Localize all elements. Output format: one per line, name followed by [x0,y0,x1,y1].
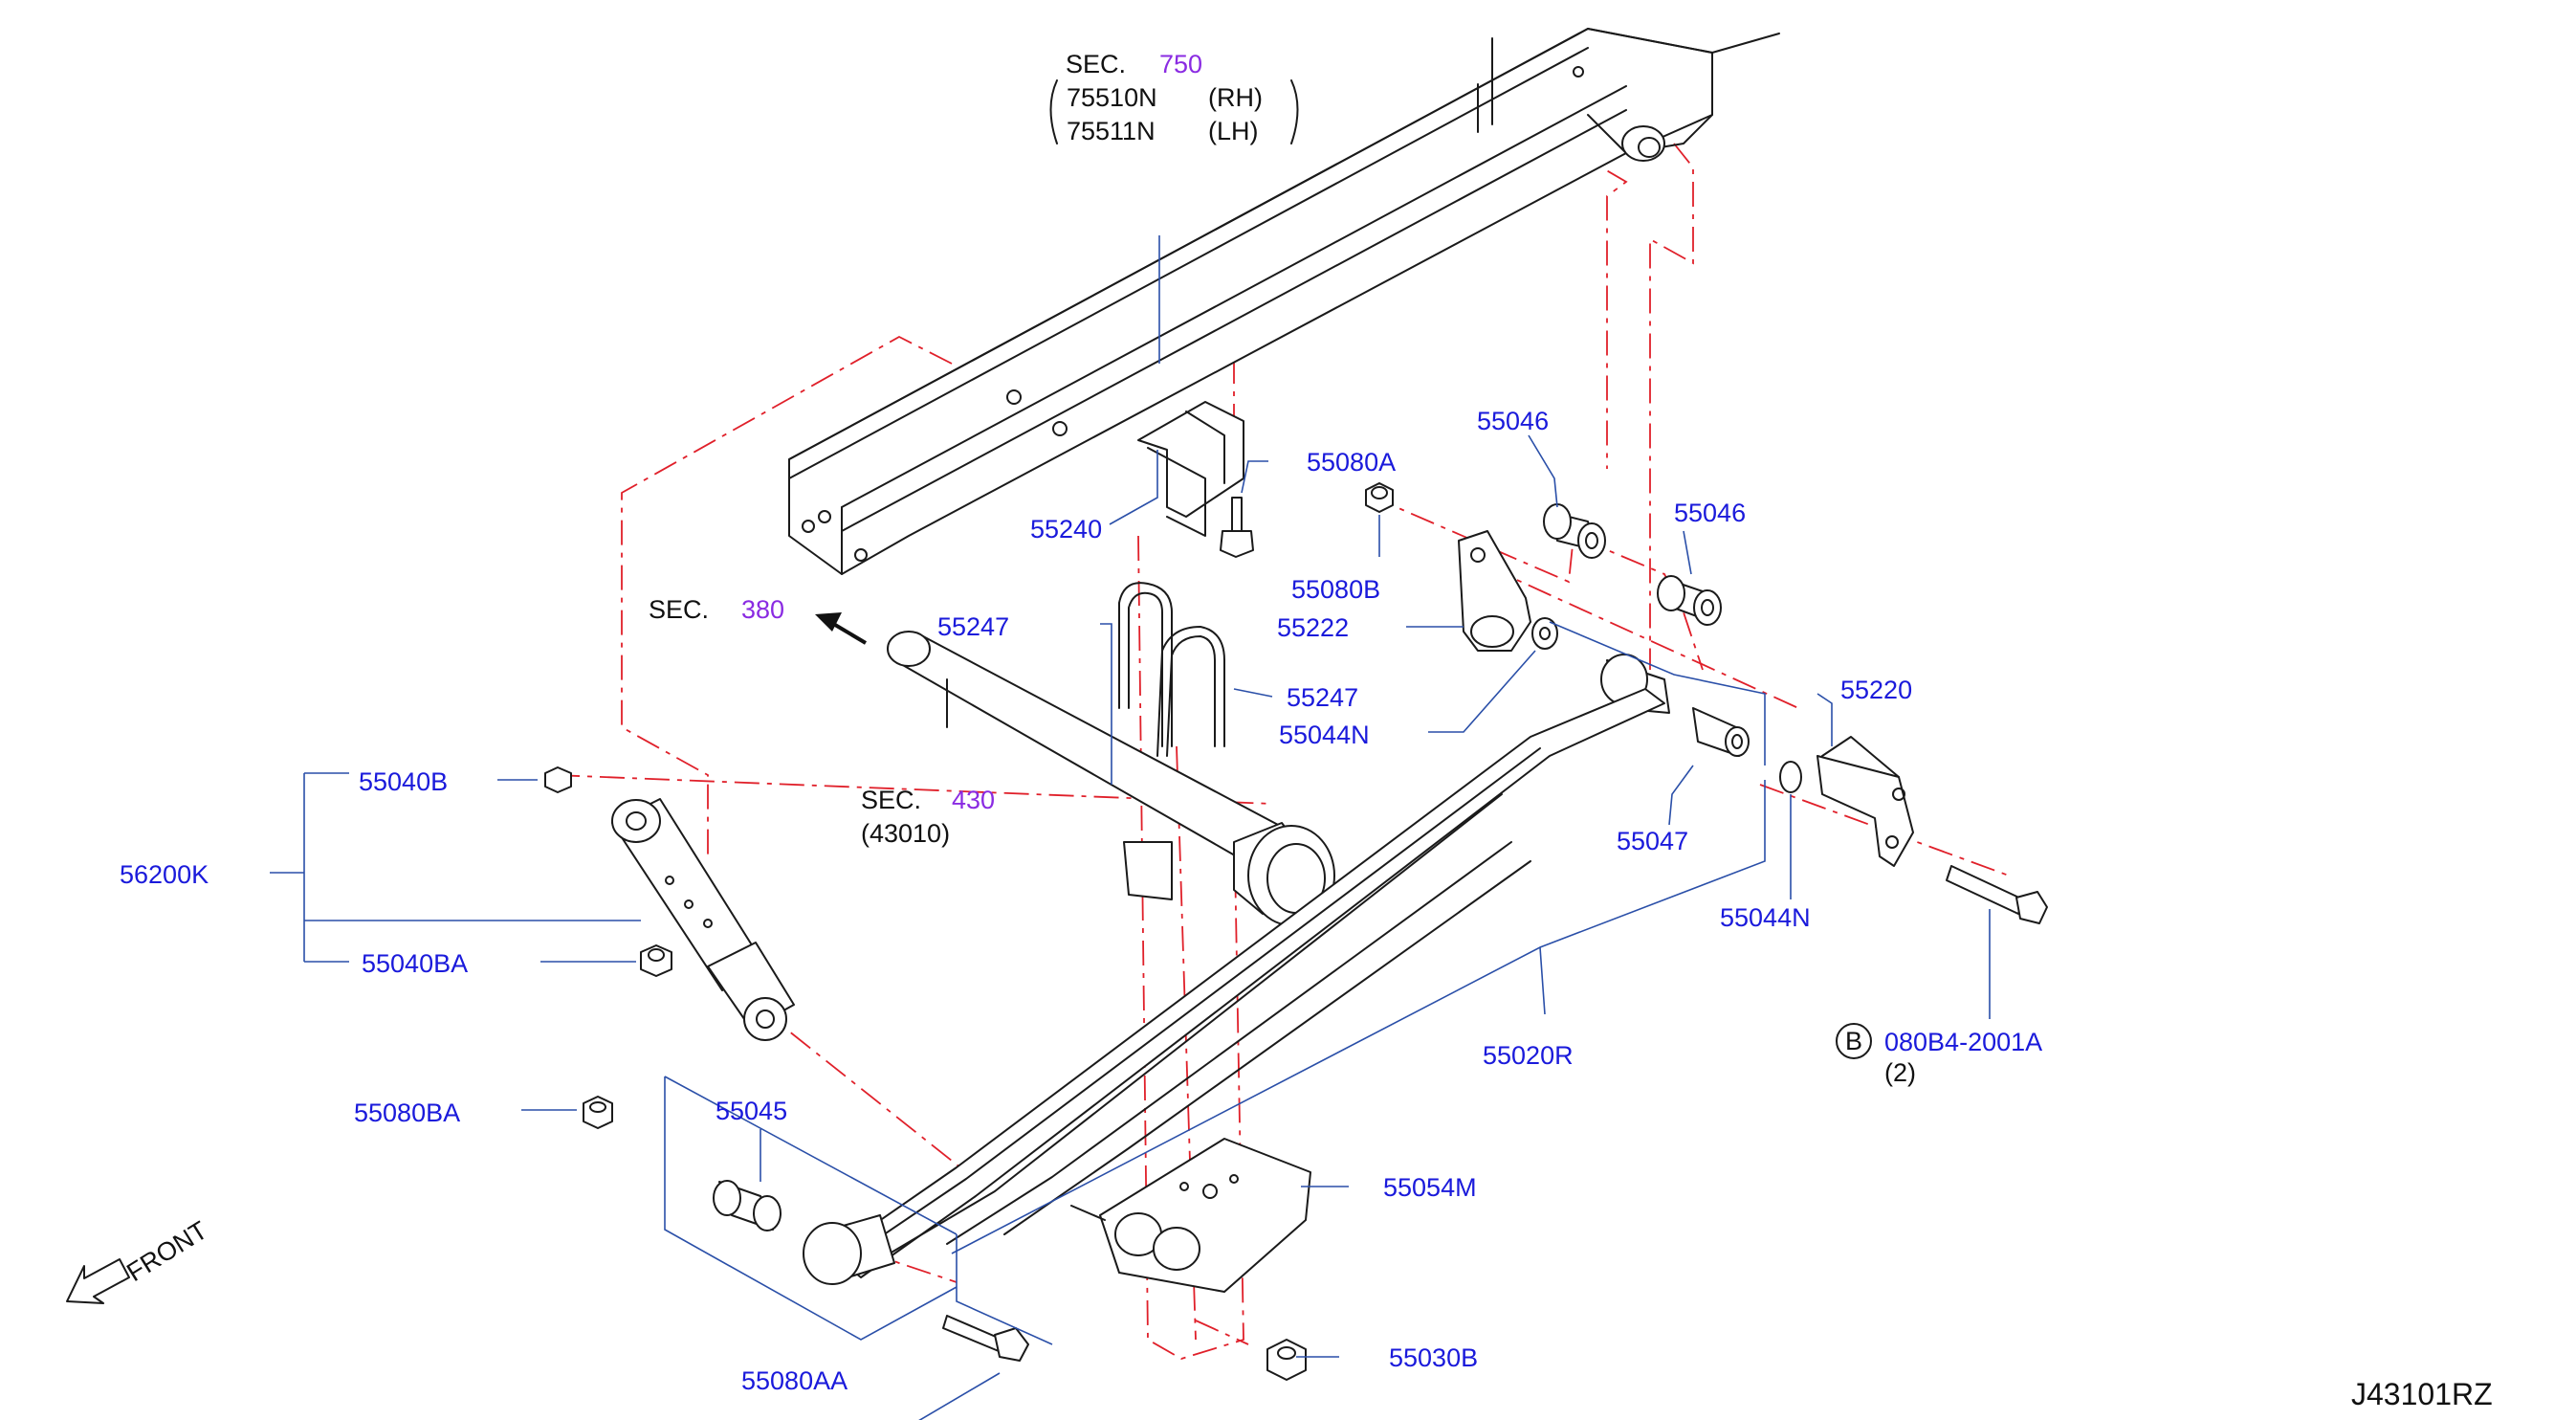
label-55247-a: 55247 [937,612,1009,641]
label-56200k: 56200K [120,860,209,889]
bolt-55080a [1220,497,1254,558]
leader-lines [270,235,1991,1420]
axle-housing [887,631,1335,926]
part-75510n: 75510N [1067,83,1157,112]
label-55220: 55220 [1840,676,1912,704]
label-55045: 55045 [716,1097,787,1125]
bolt-ref-letter: B [1845,1027,1862,1055]
washer-55044n [1779,761,1802,793]
label-55222: 55222 [1277,613,1349,642]
bolt-55080aa [942,1315,1029,1362]
front-arrow-icon [66,1258,130,1304]
label-55240: 55240 [1030,515,1102,544]
label-55046-b: 55046 [1674,499,1746,527]
spring-plate-55054m [1070,1138,1311,1293]
part-75511n: 75511N [1067,117,1156,145]
label-55046-a: 55046 [1477,407,1549,435]
shackle-plate-55220 [1816,736,1914,867]
nut-55030b [1266,1339,1307,1381]
bracket-right [1290,79,1299,144]
label-55080b: 55080B [1291,575,1380,604]
sec-430-num: 430 [952,786,995,814]
label-55080a: 55080A [1307,448,1396,477]
u-bolt-55247-a [1118,582,1173,747]
label-55080aa: 55080AA [741,1366,848,1395]
label-55020r: 55020R [1483,1041,1574,1070]
u-bolt-55247-b [1156,626,1225,757]
bushing-55046-b [1657,575,1722,626]
frame-rail [788,28,1780,575]
shock-absorber-56200k [611,798,795,1041]
leaf-spring-55020r [803,688,1665,1285]
frame-bracket-55240 [1137,401,1244,537]
nut-55040b [544,766,572,793]
diagram-code: J43101RZ [2351,1377,2493,1411]
label-55040ba: 55040BA [362,949,468,978]
sec-750-num: 750 [1159,50,1202,78]
sec-430-label: SEC. [861,786,921,814]
bolt-ref-circle [1836,1023,1872,1059]
nut-55080ba [583,1096,613,1129]
label-55040b: 55040B [359,767,448,796]
sec-430-sub: (43010) [861,819,950,848]
nut-55040ba [640,944,672,977]
label-55080ba: 55080BA [354,1098,460,1127]
label-55044n: 55044N [1720,903,1811,932]
front-label: FRONT [121,1215,212,1287]
sec-380-num: 380 [741,595,784,624]
bolt-ref-code: 080B4-2001A [1884,1028,2042,1056]
bushing-55045 [713,1180,782,1231]
part-75511n-tag: (LH) [1208,117,1259,145]
shackle-55222 [1458,530,1531,652]
bushing-55046-a [1543,503,1606,559]
label-55030b: 55030B [1389,1343,1478,1372]
label-55044n-top: 55044N [1279,721,1370,749]
label-55247-b: 55247 [1287,683,1358,712]
nut-55080b [1365,482,1394,513]
sec-750-label: SEC. [1066,50,1126,78]
washer-55222 [1531,617,1558,650]
label-55047: 55047 [1617,827,1688,855]
arrow-sec-380 [815,612,868,645]
sec-380-label: SEC. [649,595,709,624]
bolt-ref-qty: (2) [1884,1058,1916,1087]
bracket-left [1049,79,1058,144]
part-75510n-tag: (RH) [1208,83,1263,112]
bolt-080b4 [1946,865,2048,924]
label-55054m: 55054M [1383,1173,1477,1202]
